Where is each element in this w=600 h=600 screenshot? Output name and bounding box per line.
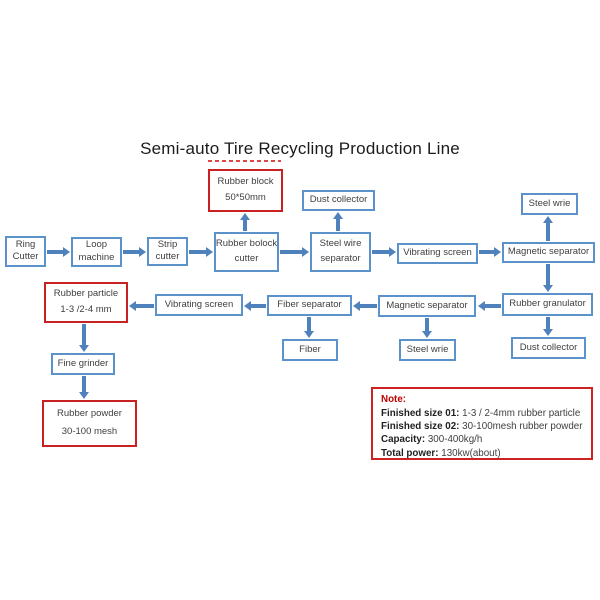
node-rubber-granulator: Rubber granulator (502, 293, 593, 316)
node-label: Rubber bolock (215, 237, 278, 249)
node-label: Rubber powder (57, 408, 122, 420)
arrow-fiber-separator-to-vibrating-screen (244, 301, 266, 311)
arrow-rubber-bolock-cutter-to-steel-wire-separator (280, 247, 309, 257)
node-loop-machine: Loop machine (71, 237, 122, 267)
arrow-rubber-granulator-to-dust-collector (543, 317, 553, 336)
arrow-rubber-bolock-cutter-to-rubber-block (240, 213, 250, 231)
node-label: separator (320, 253, 361, 265)
node-rubber-particle: Rubber particle 1-3 /2-4 mm (44, 282, 128, 323)
node-label: Fine grinder (57, 357, 109, 369)
node-label: cutter (155, 251, 180, 263)
arrow-loop-machine-to-strip-cutter (123, 247, 146, 257)
node-rubber-bolock-cutter: Rubber bolock cutter (214, 232, 279, 272)
node-vibrating-screen-2: Vibrating screen (155, 294, 243, 316)
node-vibrating-screen-1: Vibrating screen (397, 243, 478, 264)
node-label: cutter (234, 253, 259, 265)
spellcheck-underline (208, 160, 281, 162)
node-fiber-separator: Fiber separator (267, 295, 352, 316)
node-label: Dust collector (519, 341, 578, 353)
node-label: Magnetic separator (507, 246, 590, 258)
note-heading: Note: (381, 394, 407, 405)
note-line: Capacity: 300-400kg/h (381, 434, 483, 446)
node-label: Fiber (299, 343, 321, 355)
note-line: Total power: 130kw(about) (381, 447, 501, 459)
arrow-magnetic-separator-to-fiber-separator (353, 301, 377, 311)
arrow-steel-wire-separator-to-vibrating-screen (372, 247, 396, 257)
node-fine-grinder: Fine grinder (51, 353, 115, 375)
node-rubber-block: Rubber block 50*50mm (208, 169, 283, 212)
node-fiber: Fiber (282, 339, 338, 361)
arrow-steel-wire-separator-to-dust-collector (333, 212, 343, 231)
node-label: machine (78, 251, 115, 263)
node-ring-cutter: Ring Cutter (5, 236, 46, 267)
node-label: Vibrating screen (164, 298, 234, 310)
node-strip-cutter: Strip cutter (147, 237, 188, 266)
arrow-fiber-separator-to-fiber (304, 317, 314, 338)
node-label: Rubber particle (53, 288, 119, 300)
node-label: 30-100 mesh (61, 426, 118, 438)
node-label: Magnetic separator (386, 299, 468, 311)
arrow-magnetic-separator-to-steel-wrie-mid (422, 318, 432, 338)
note-box: Note: Finished size 01: 1-3 / 2-4mm rubb… (371, 387, 593, 460)
arrow-strip-cutter-to-rubber-bolock-cutter (189, 247, 213, 257)
node-rubber-powder: Rubber powder 30-100 mesh (42, 400, 137, 447)
page-title: Semi-auto Tire Recycling Production Line (140, 139, 460, 158)
node-steel-wire-separator: Steel wire separator (310, 232, 371, 272)
node-steel-wrie-mid: Steel wrie (399, 339, 456, 361)
node-label: Loop (85, 239, 108, 251)
node-label: Steel wrie (406, 343, 449, 355)
node-steel-wrie-top: Steel wrie (521, 193, 578, 215)
arrow-fine-grinder-to-rubber-powder (79, 376, 89, 399)
arrow-vibrating-screen-to-magnetic-separator (479, 247, 501, 257)
node-magnetic-separator-2: Magnetic separator (378, 295, 476, 317)
node-label: Rubber granulator (509, 298, 586, 310)
arrow-rubber-particle-to-fine-grinder (79, 324, 89, 352)
note-line: Finished size 01: 1-3 / 2-4mm rubber par… (381, 408, 581, 420)
node-dust-collector-bottom: Dust collector (511, 337, 586, 359)
node-label: Vibrating screen (403, 247, 472, 259)
arrow-ring-cutter-to-loop-machine (47, 247, 70, 257)
node-label: Cutter (12, 251, 39, 263)
node-label: 50*50mm (225, 192, 266, 204)
node-label: 1-3 /2-4 mm (60, 304, 112, 316)
arrow-rubber-granulator-to-magnetic-separator (478, 301, 501, 311)
arrow-magnetic-separator-to-steel-wrie-top (543, 216, 553, 241)
arrow-magnetic-separator-to-rubber-granulator (543, 264, 553, 292)
node-label: Steel wire (319, 237, 362, 249)
node-label: Strip (157, 239, 178, 251)
node-label: Steel wrie (528, 197, 571, 209)
node-label: Ring (15, 238, 36, 250)
node-label: Fiber separator (277, 299, 342, 311)
node-magnetic-separator-1: Magnetic separator (502, 242, 595, 263)
note-line: Finished size 02: 30-100mesh rubber powd… (381, 421, 583, 433)
node-label: Rubber block (217, 175, 274, 187)
arrow-vibrating-screen-to-rubber-particle (129, 301, 154, 311)
node-dust-collector-top: Dust collector (302, 190, 375, 211)
node-label: Dust collector (309, 194, 368, 206)
